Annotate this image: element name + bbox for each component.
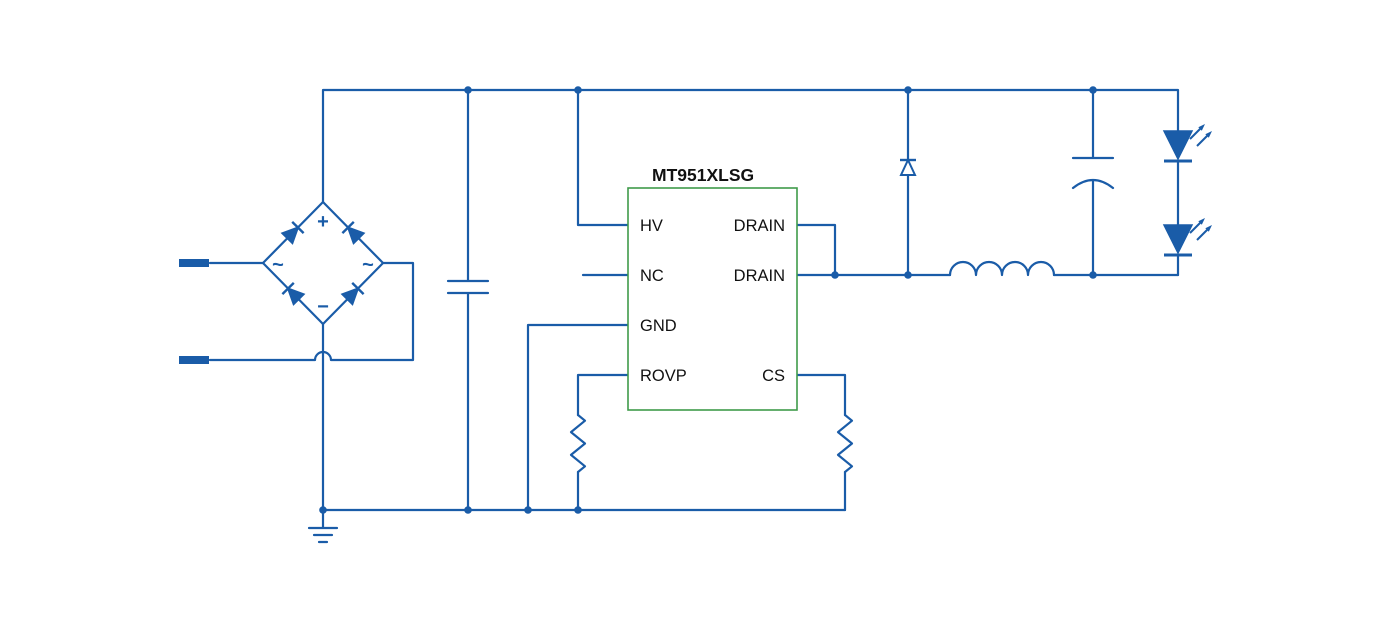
bridge-plus-label: + — [317, 211, 329, 233]
junction-dot — [524, 506, 532, 514]
resistor-rovp — [569, 413, 587, 474]
bridge-ac-tilde-left: ~ — [272, 254, 284, 276]
ic-body — [627, 187, 798, 411]
junction-dots — [319, 86, 1097, 514]
ic-pin-rovp: ROVP — [640, 367, 687, 385]
bridge-minus-label: − — [317, 296, 329, 318]
wires — [208, 88, 1180, 544]
junction-dot — [574, 86, 582, 94]
bridge-ac-tilde-right: ~ — [362, 254, 374, 276]
ic-pin-nc: NC — [640, 267, 664, 285]
inductor — [948, 260, 1056, 277]
output-capacitor — [1071, 88, 1115, 277]
junction-dot — [1089, 86, 1097, 94]
junction-dot — [464, 506, 472, 514]
freewheel-diode-icon — [898, 158, 918, 177]
ic-pin-drain2: DRAIN — [734, 267, 785, 285]
bridge-rectifier: + − ~ ~ — [272, 211, 374, 318]
ic-title: MT951XLSG — [652, 165, 754, 185]
junction-dot — [904, 86, 912, 94]
led-icon — [1164, 124, 1212, 161]
wire-rovp-top — [576, 373, 630, 417]
wire-cs-top — [795, 373, 847, 417]
junction-dot — [1089, 271, 1097, 279]
junction-dot — [574, 506, 582, 514]
ic-pin-gnd: GND — [640, 317, 677, 335]
ic-pin-cs: CS — [762, 367, 785, 385]
wire-ac-line2 — [208, 261, 415, 362]
ground-symbol — [307, 508, 339, 544]
junction-dot — [319, 506, 327, 514]
wire-gnd — [526, 323, 630, 512]
ic-pin-hv: HV — [640, 217, 663, 235]
input-capacitor — [446, 88, 490, 512]
wire-drain-tie — [795, 223, 837, 277]
wire-hv — [576, 88, 630, 227]
ic-pin-drain1: DRAIN — [734, 217, 785, 235]
led-icon — [1164, 218, 1212, 255]
junction-dot — [464, 86, 472, 94]
resistor-cs — [836, 413, 854, 474]
driver-ic: MT951XLSG HV NC GND ROVP DRAIN DRAIN CS — [627, 165, 798, 411]
ac-input-terminals — [179, 259, 209, 364]
led-string — [1164, 124, 1212, 255]
junction-dot — [904, 271, 912, 279]
wire-top-rail — [321, 88, 1180, 204]
junction-dot — [831, 271, 839, 279]
